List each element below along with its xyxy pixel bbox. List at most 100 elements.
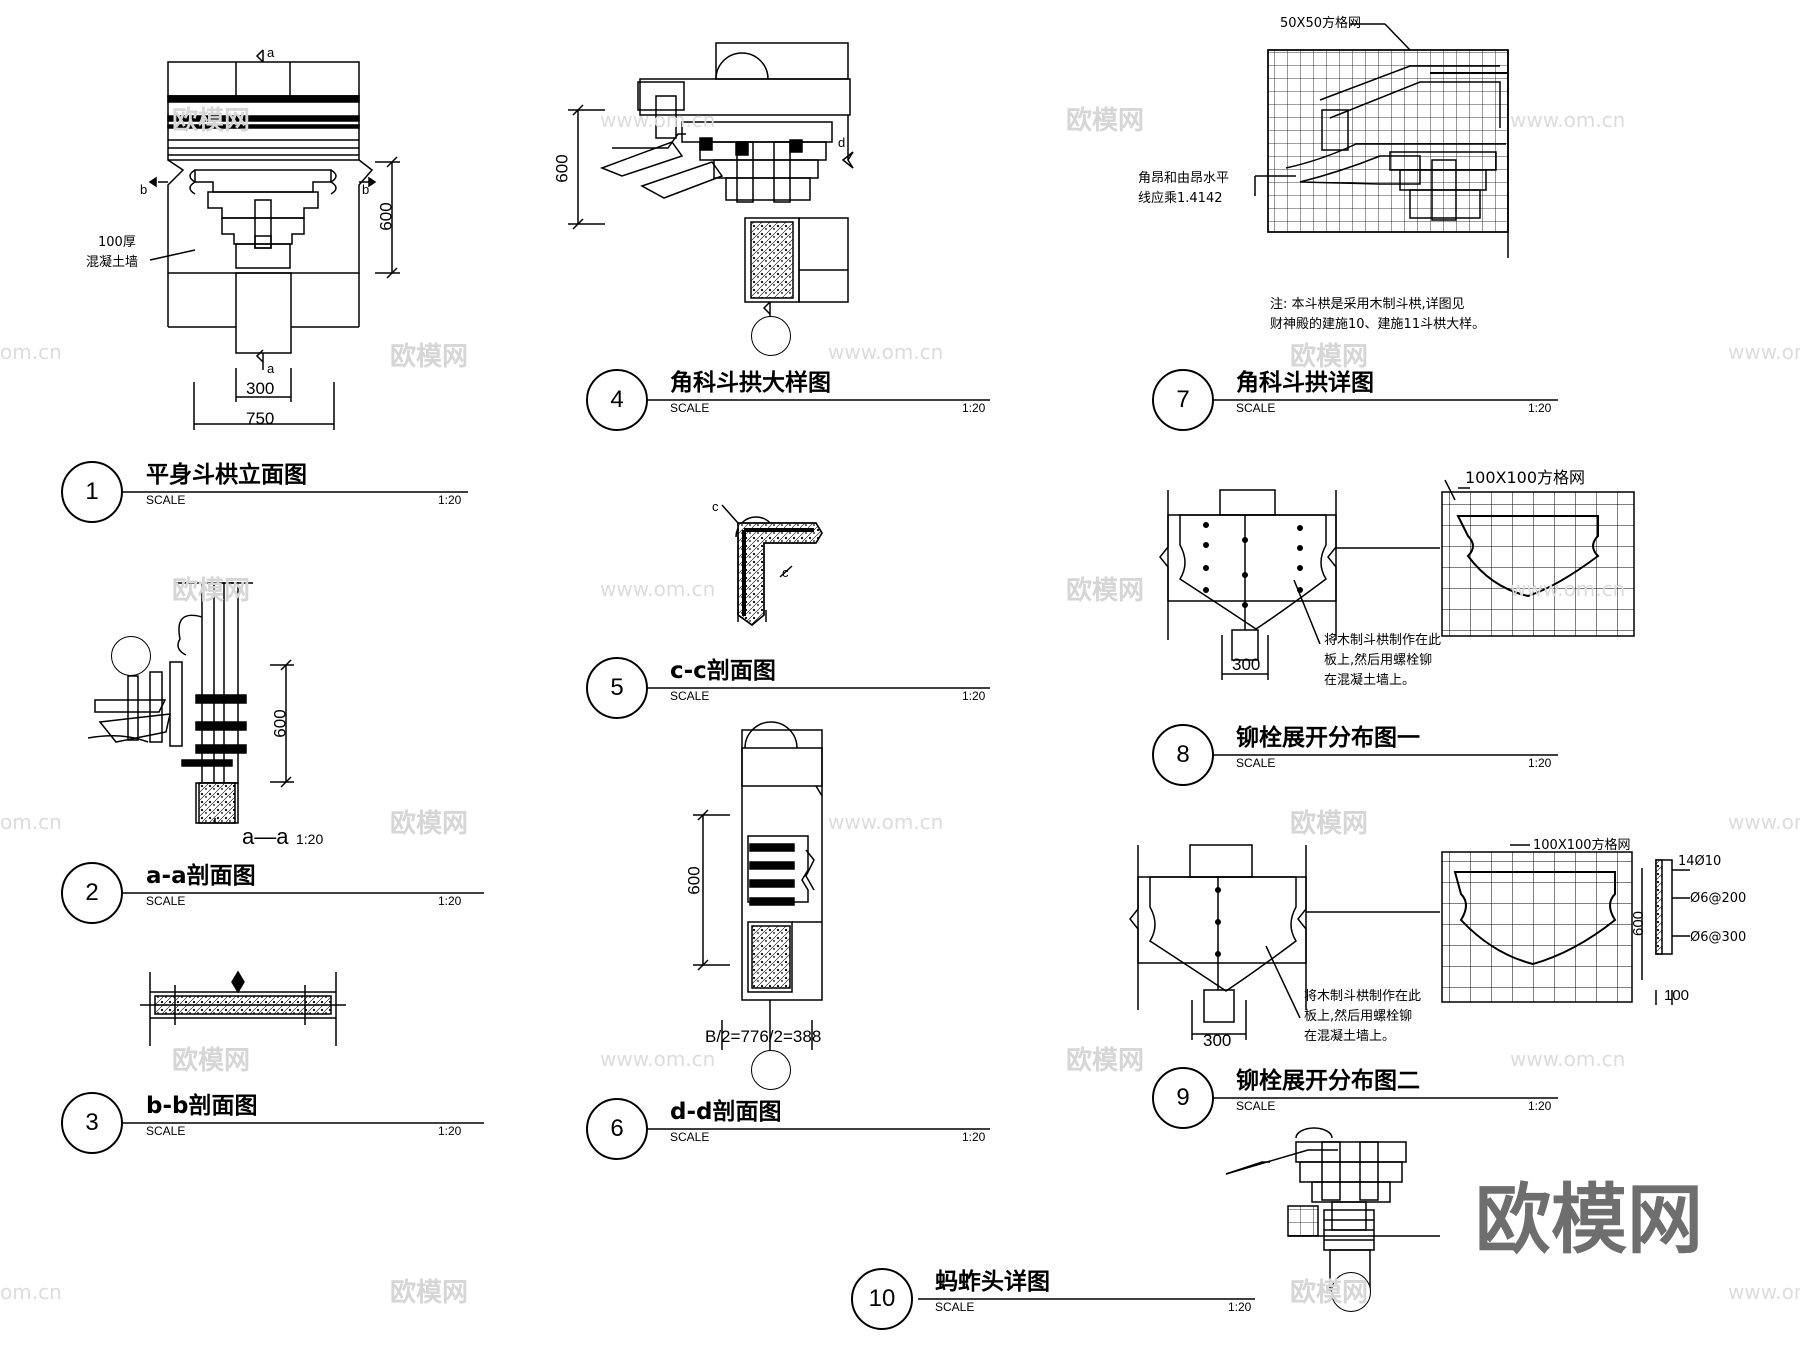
formula-text: B/2=776/2=388 [705, 1027, 822, 1046]
watermark: 欧模网 [172, 1046, 251, 1076]
scale-label-6: SCALE [670, 1130, 710, 1144]
watermark-url: www.om.cn [600, 577, 716, 601]
section-balloon [751, 316, 791, 356]
watermark: 欧模网 [1290, 1278, 1369, 1308]
watermark-url: www.om.cn [1728, 810, 1800, 834]
drawing-number-3: 3 [61, 1092, 123, 1154]
wall-note-line2: 混凝土墙 [86, 255, 139, 270]
bolt-note-line3: 在混凝土墙上。 [1324, 673, 1416, 688]
bolt-note-line3: 在混凝土墙上。 [1304, 1029, 1396, 1044]
dim-600: 600 [684, 866, 704, 895]
rebar-label-1: 14Ø10 [1678, 854, 1722, 869]
watermark: 欧模网 [172, 106, 251, 136]
watermark-url: www.om.cn [828, 810, 944, 834]
bolt-note-line1: 将木制斗栱制作在此 [1304, 989, 1422, 1004]
section-balloon [111, 636, 151, 676]
watermark: 欧模网 [1066, 576, 1145, 606]
scale-value-2: 1:20 [438, 894, 462, 908]
drawing-title-1: 平身斗栱立面图 [146, 462, 307, 488]
drawing-title-7: 角科斗拱详图 [1236, 370, 1374, 396]
section-mark-a-top: a [267, 45, 275, 60]
scale-value-3: 1:20 [438, 1124, 462, 1138]
section-mark-c-top: c [712, 499, 719, 514]
watermark-url: www.om.cn [1728, 340, 1800, 364]
watermark: 欧模网 [1290, 342, 1369, 372]
drawing-4-corner-bracket [568, 42, 854, 318]
drawing-8-bolt-layout [1159, 479, 1635, 680]
drawing-title-10: 蚂蚱头详图 [935, 1269, 1050, 1295]
rebar-label-3: Ø6@300 [1690, 930, 1747, 945]
drawing-9-bolt-layout [1129, 844, 1690, 1040]
watermark: 欧模网 [390, 809, 469, 839]
watermark: 欧模网 [172, 576, 251, 606]
drawing-title-4: 角科斗拱大样图 [670, 370, 831, 396]
dim-300: 300 [1232, 655, 1261, 674]
watermark: 欧模网 [1290, 809, 1369, 839]
section-mark-a-bottom: a [267, 361, 275, 376]
scale-value-8: 1:20 [1528, 756, 1552, 770]
watermark: 欧模网 [1066, 1046, 1145, 1076]
watermark-url: www.om.cn [1510, 1047, 1626, 1071]
drawing-title-6: d-d剖面图 [670, 1099, 782, 1125]
watermark: 欧模网 [390, 342, 469, 372]
angle-note-line1: 角昂和由昂水平 [1138, 171, 1230, 186]
scale-value-9: 1:20 [1528, 1099, 1552, 1113]
grid-50-label: 50X50方格网 [1280, 16, 1361, 31]
scale-label-5: SCALE [670, 689, 710, 703]
drawing-number-8: 8 [1152, 724, 1214, 786]
scale-label-1: SCALE [146, 493, 186, 507]
watermark-url: www.om.cn [600, 1047, 716, 1071]
watermark: 欧模网 [390, 1278, 469, 1308]
bolt-note-line2: 板上,然后用螺栓铆 [1304, 1009, 1413, 1024]
drawing-number-7: 7 [1152, 369, 1214, 431]
rebar-label-2: Ø6@200 [1690, 891, 1747, 906]
scale-label-7: SCALE [1236, 401, 1276, 415]
drawing-title-5: c-c剖面图 [670, 658, 776, 684]
dim-600: 600 [552, 154, 572, 183]
dim-100: 100 [1664, 987, 1690, 1004]
watermark-url: www.om.cn [1728, 1280, 1800, 1304]
scale-value-6: 1:20 [962, 1130, 986, 1144]
wall-note-line1: 100厚 [98, 235, 136, 250]
drawing-number-5: 5 [586, 657, 648, 719]
drawing-title-9: 铆栓展开分布图二 [1236, 1068, 1420, 1094]
drawing-2-section-aa [87, 582, 294, 824]
drawing-number-9: 9 [1152, 1067, 1214, 1129]
watermark-url: www.om.cn [600, 108, 716, 132]
drawing-title-8: 铆栓展开分布图一 [1236, 725, 1420, 751]
section-marker-aa-scale: 1:20 [296, 831, 324, 847]
section-mark-d: d [838, 135, 846, 150]
watermark-url: www.om.cn [1510, 108, 1626, 132]
drawing-number-1: 1 [61, 461, 123, 523]
watermark-url: www.om.cn [1510, 577, 1626, 601]
section-balloon [751, 1050, 791, 1090]
drawing-number-10: 10 [851, 1268, 913, 1330]
watermark-url: om.cn [0, 810, 62, 834]
drawing-title-2: a-a剖面图 [146, 863, 256, 889]
dim-600: 600 [376, 202, 396, 231]
scale-value-4: 1:20 [962, 401, 986, 415]
drawing-number-4: 4 [586, 369, 648, 431]
scale-label-10: SCALE [935, 1300, 975, 1314]
bolt-dots [1203, 522, 1303, 957]
drawing-number-6: 6 [586, 1098, 648, 1160]
brand-watermark: 欧模网 [1475, 1175, 1703, 1264]
dim-750: 750 [246, 409, 275, 428]
drawing-10-head-detail [1225, 1127, 1440, 1300]
scale-value-7: 1:20 [1528, 401, 1552, 415]
dim-600: 600 [1630, 910, 1648, 937]
drawing-7-grid-detail [1254, 23, 1509, 258]
section-balloon [1331, 1272, 1371, 1312]
bolt-note-line2: 板上,然后用螺栓铆 [1324, 653, 1433, 668]
scale-label-9: SCALE [1236, 1099, 1276, 1113]
general-note-line2: 财神殿的建施10、建施11斗栱大样。 [1270, 317, 1486, 332]
general-note-line1: 注: 本斗栱是采用木制斗栱,详图见 [1270, 297, 1465, 312]
grid-100-label: 100X100方格网 [1465, 468, 1586, 487]
dim-300: 300 [1203, 1031, 1232, 1050]
drawing-3-section-bb [140, 970, 346, 1046]
bolt-note-line1: 将木制斗栱制作在此 [1324, 633, 1442, 648]
drawing-title-3: b-b剖面图 [146, 1093, 258, 1119]
section-marker-aa: a—a [242, 824, 289, 849]
